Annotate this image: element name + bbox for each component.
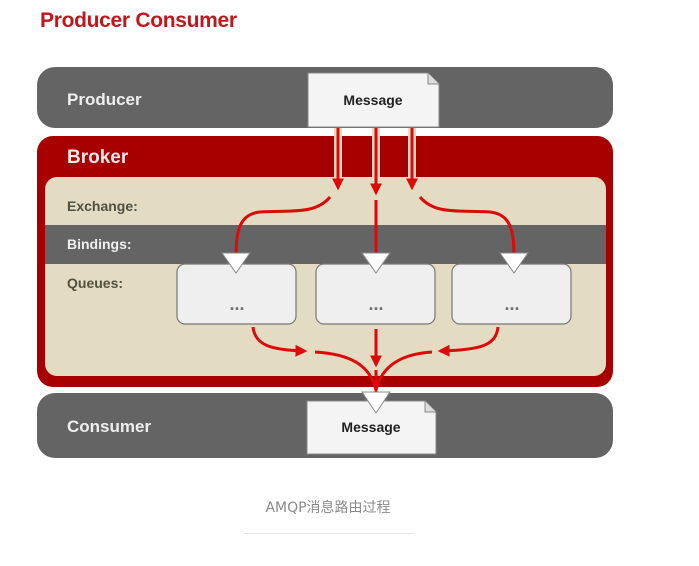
message-label: Message — [343, 92, 402, 108]
binding-markers — [221, 252, 529, 274]
exchange-arrows — [234, 128, 516, 256]
queue-content: ... — [504, 294, 519, 314]
arrow-queue-3-out — [437, 326, 500, 357]
consumer-arrows — [251, 326, 500, 395]
message-label: Message — [341, 419, 400, 435]
queue-2: ... — [315, 263, 436, 325]
consumer-label: Consumer — [67, 417, 151, 436]
route-to-queue-3 — [418, 195, 516, 256]
route-to-queue-1 — [234, 195, 332, 256]
queue-content: ... — [368, 294, 383, 314]
bindings-label: Bindings: — [67, 236, 132, 252]
queue-3: ... — [451, 263, 572, 325]
broker-label: Broker — [67, 147, 129, 168]
consumer-message: Message — [306, 391, 437, 455]
binding-triangle-icon — [499, 252, 529, 274]
exchange-label: Exchange: — [67, 198, 138, 214]
arrow-queue-1-out — [251, 326, 308, 357]
queue-content: ... — [229, 294, 244, 314]
page-title: Producer Consumer — [40, 9, 237, 32]
caption-divider — [244, 533, 414, 534]
amqp-routing-diagram: Producer Broker Exchange: Bindings: Queu… — [37, 67, 613, 458]
binding-triangle-icon — [361, 252, 391, 274]
queues-label: Queues: — [67, 275, 123, 291]
producer-message: Message — [307, 72, 440, 128]
producer-label: Producer — [67, 90, 142, 109]
delivery-triangle-icon — [361, 391, 391, 414]
binding-triangle-icon — [221, 252, 251, 274]
figure-caption: AMQP消息路由过程 — [265, 500, 391, 516]
broker-panel: Broker Exchange: Bindings: Queues: ... .… — [37, 136, 613, 387]
